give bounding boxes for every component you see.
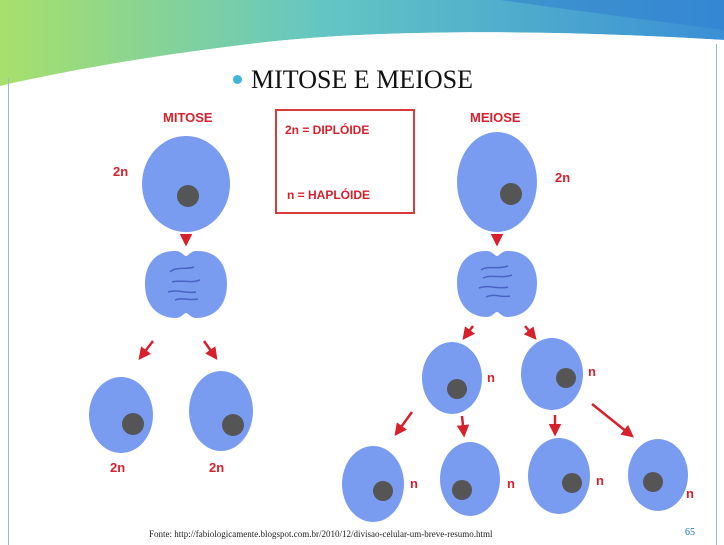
nucleus: [122, 413, 144, 435]
nucleus: [447, 379, 467, 399]
chromosome-strand: [169, 266, 195, 273]
meiosis-dividing-cell: [457, 250, 537, 317]
meiosis-gamete-3-ploidy-label: n: [596, 473, 604, 488]
meiosis-gamete-1-ploidy-label: n: [410, 476, 418, 491]
slide-frame-left: [8, 78, 9, 545]
meiosis-gamete-2-ploidy-label: n: [507, 476, 515, 491]
meiosis-arrow-second-4: [591, 403, 634, 438]
meiosis-gamete-cell-1: [342, 446, 404, 522]
meiosis-parent-ploidy-label: 2n: [555, 170, 570, 185]
mitosis-daughter-left-ploidy-label: 2n: [110, 460, 125, 475]
meiosis-gamete-cell-3: [528, 438, 590, 514]
slide-title-text: MITOSE E MEIOSE: [251, 65, 473, 94]
mitosis-daughter-cell-right: [189, 371, 253, 451]
nucleus: [452, 480, 472, 500]
meiosis-arrow-left: [462, 325, 475, 340]
header-banner: [0, 0, 724, 92]
meiosis-gamete-cell-4: [628, 439, 688, 511]
chromosome-strand: [174, 298, 199, 301]
meiosis-first-division-right-ploidy-label: n: [588, 364, 596, 379]
ploidy-legend-box: [275, 109, 415, 214]
chromosome-strand: [480, 265, 509, 271]
meiosis-arrow-second-2: [456, 415, 470, 438]
nucleus: [222, 414, 244, 436]
mitosis-daughter-cell-left: [89, 377, 153, 453]
meiosis-gamete-4-ploidy-label: n: [686, 486, 694, 501]
nucleus: [373, 481, 393, 501]
chromosome-strand: [478, 285, 509, 289]
mitosis-dividing-cell: [145, 250, 227, 318]
meiosis-first-division-cell-right: [521, 338, 583, 410]
chromosome-strand: [485, 294, 511, 298]
meiosis-arrow-second-1: [394, 411, 414, 437]
mitosis-daughter-right-ploidy-label: 2n: [209, 460, 224, 475]
mitosis-heading: MITOSE: [163, 110, 213, 125]
meiosis-first-division-left-ploidy-label: n: [487, 370, 495, 385]
slide-title: MITOSE E MEIOSE: [233, 64, 473, 96]
slide-number: 65: [685, 527, 695, 538]
chromosome-strand: [171, 279, 201, 283]
meiosis-gamete-cell-2: [440, 442, 500, 516]
meiosis-arrow-right: [523, 325, 537, 340]
chromosome-strand: [482, 274, 513, 279]
chromosome-strand: [167, 290, 197, 294]
mitosis-parent-cell: [142, 136, 230, 232]
nucleus: [643, 472, 663, 492]
mitosis-arrow-left: [138, 340, 154, 360]
legend-haploid: n = HAPLÓIDE: [287, 187, 370, 202]
mitosis-arrow-right: [202, 340, 218, 361]
legend-diploid: 2n = DIPLÓIDE: [285, 122, 369, 137]
nucleus: [556, 368, 576, 388]
meiosis-parent-cell: [457, 132, 537, 232]
source-citation: Fonte: http://fabiologicamente.blogspot.…: [149, 529, 493, 539]
mitosis-parent-ploidy-label: 2n: [113, 164, 128, 179]
slide-frame-right: [716, 44, 717, 545]
meiosis-first-division-cell-left: [422, 342, 482, 414]
nucleus: [562, 473, 582, 493]
meiosis-heading: MEIOSE: [470, 110, 521, 125]
bullet-icon: [233, 74, 242, 84]
nucleus: [500, 183, 522, 205]
nucleus: [177, 185, 199, 207]
